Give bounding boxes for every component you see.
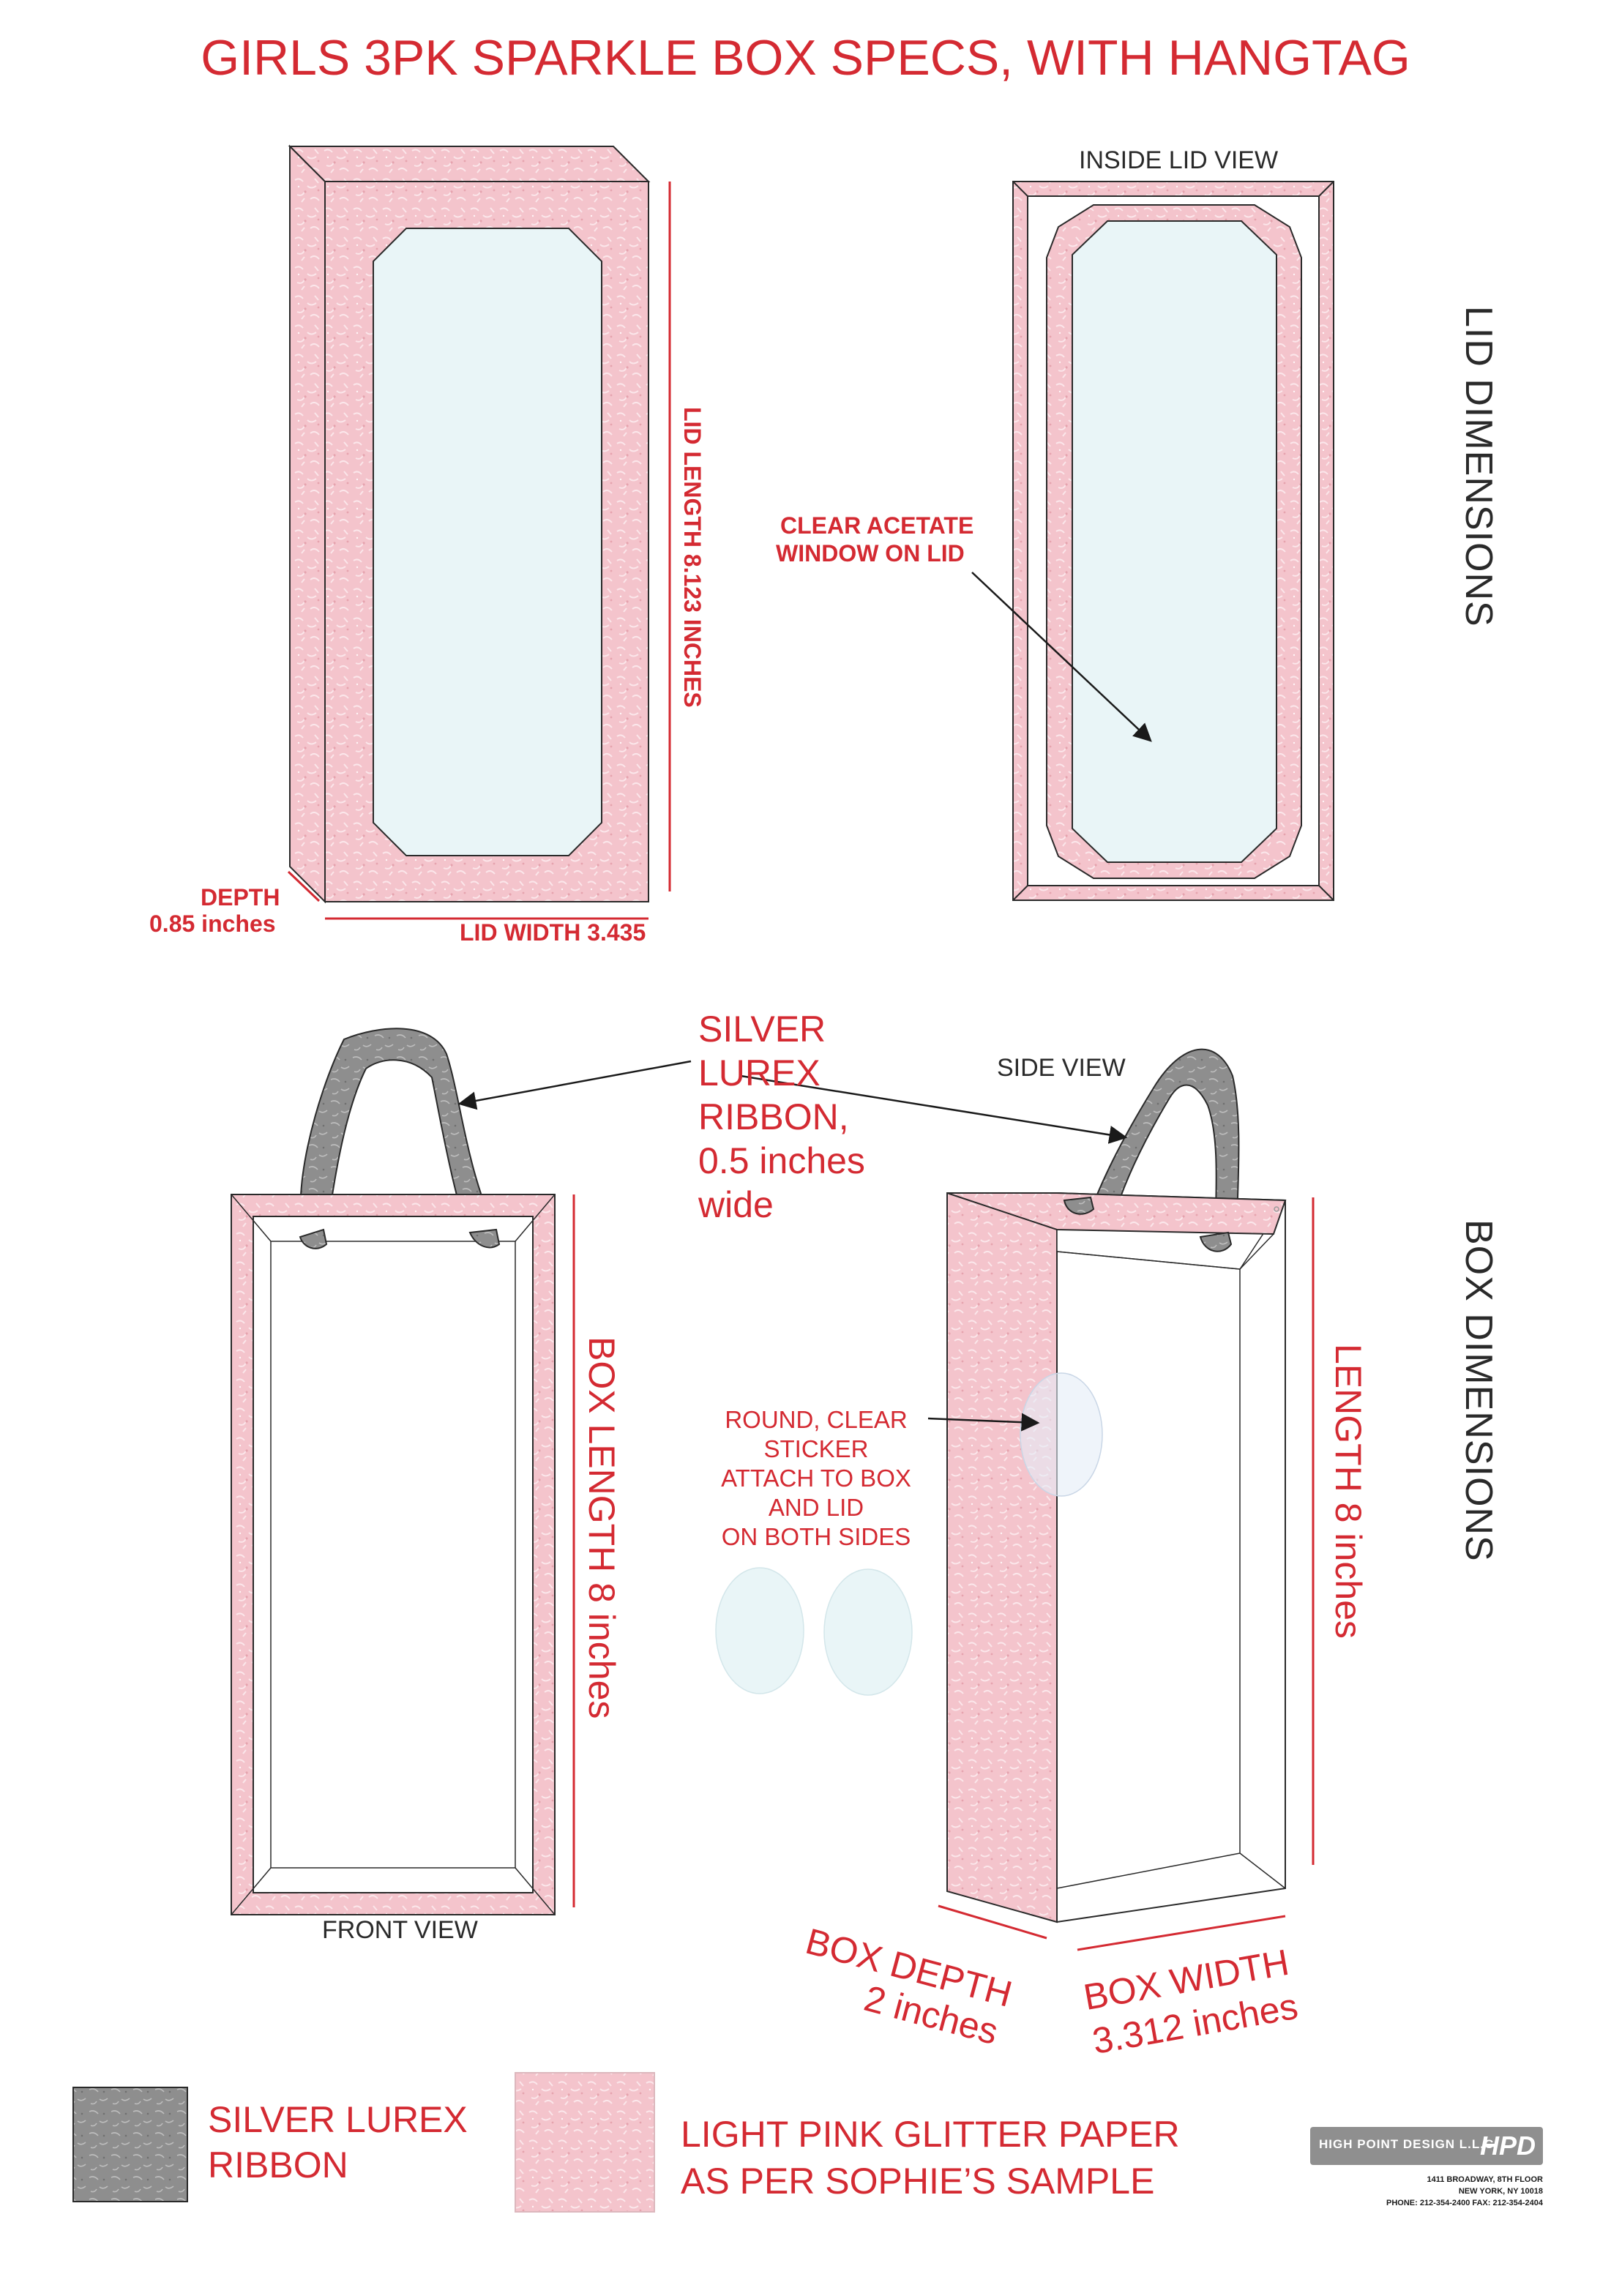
- box-dimensions-heading: BOX DIMENSIONS: [1457, 1219, 1500, 1562]
- side-width-dimension-line: [1077, 1915, 1286, 1951]
- side-box-top-rim: [946, 1192, 1287, 1235]
- ribbon-callout-line-3: RIBBON,: [698, 1096, 849, 1137]
- front-box-interior: [270, 1241, 516, 1869]
- side-box-side-panel: [946, 1192, 1058, 1923]
- company-mark: HPD: [1479, 2131, 1536, 2161]
- side-depth-dimension-line: [938, 1904, 1047, 1940]
- sticker-callout-arrow: [927, 1413, 1040, 1432]
- sticker-sample-2: [823, 1568, 913, 1696]
- round-clear-sticker-on-box: [1020, 1372, 1103, 1497]
- lid-width-label: LID WIDTH 3.435: [460, 919, 646, 946]
- lid-left-edge: [289, 144, 326, 904]
- company-logo: HIGH POINT DESIGN L.L.C. HPD: [1310, 2127, 1543, 2165]
- sticker-callout-line-1: ROUND, CLEAR: [725, 1406, 908, 1433]
- company-address-line-1: 1411 BROADWAY, 8TH FLOOR: [1427, 2175, 1543, 2184]
- lid-top-edge: [288, 146, 651, 182]
- window-callout-arrow: [971, 572, 1152, 742]
- lid-length-label: LID LENGTH 8.123 INCHES: [679, 407, 706, 708]
- sticker-callout-line-5: ON BOTH SIDES: [721, 1523, 911, 1550]
- sticker-sample-1: [715, 1567, 804, 1694]
- window-callout-line-1: CLEAR ACETATE: [780, 512, 974, 539]
- legend-swatch-silver-ribbon: [72, 2087, 188, 2202]
- sticker-callout-line-3: ATTACH TO BOX: [721, 1465, 911, 1492]
- side-box-interior: [1056, 1192, 1286, 1923]
- box-front-view: [231, 1028, 692, 1915]
- ribbon-callout-arrow-left: [457, 1060, 692, 1110]
- front-box-length-label: BOX LENGTH 8 inches: [581, 1336, 622, 1719]
- lid-inside-view: [971, 181, 1334, 901]
- ribbon-callout-line-4: 0.5 inches: [698, 1140, 865, 1181]
- lid-perspective: [287, 144, 671, 920]
- company-name: HIGH POINT DESIGN L.L.C.: [1319, 2137, 1499, 2151]
- ribbon-callout-line-1: SILVER: [698, 1009, 826, 1050]
- company-phone-fax: PHONE: 212-354-2400 FAX: 212-354-2404: [1386, 2199, 1543, 2207]
- front-view-label: FRONT VIEW: [322, 1916, 478, 1944]
- inside-lid-acetate: [1072, 220, 1277, 863]
- company-address-line-2: NEW YORK, NY 10018: [1458, 2187, 1543, 2196]
- legend-ribbon-line-1: SILVER LUREX: [208, 2099, 468, 2140]
- page-title: GIRLS 3PK SPARKLE BOX SPECS, WITH HANGTA…: [201, 30, 1410, 86]
- sticker-callout-line-4: AND LID: [768, 1494, 864, 1521]
- window-callout-line-2: WINDOW ON LID: [776, 540, 965, 566]
- legend-paper-line-2: AS PER SOPHIE’S SAMPLE: [681, 2161, 1155, 2202]
- legend-paper-line-1: LIGHT PINK GLITTER PAPER: [681, 2114, 1180, 2155]
- side-box-length-label: LENGTH 8 inches: [1328, 1344, 1369, 1639]
- box-side-view: [740, 1048, 1315, 1951]
- ribbon-callout-arrow-right: [740, 1074, 1128, 1144]
- side-view-label: SIDE VIEW: [997, 1054, 1126, 1082]
- lid-window: [373, 228, 602, 856]
- inside-lid-view-label: INSIDE LID VIEW: [1079, 146, 1279, 174]
- lid-depth-dimension-line: [287, 870, 321, 902]
- lid-depth-label: DEPTH: [201, 884, 280, 910]
- sticker-callout-line-2: STICKER: [763, 1435, 869, 1462]
- lid-depth-value: 0.85 inches: [149, 910, 276, 937]
- legend-swatch-pink-paper: [515, 2072, 655, 2213]
- ribbon-callout-line-2: LUREX: [698, 1052, 821, 1093]
- legend-ribbon-line-2: RIBBON: [208, 2144, 348, 2185]
- lid-dimensions-heading: LID DIMENSIONS: [1457, 306, 1500, 627]
- ribbon-callout-line-5: wide: [698, 1184, 774, 1225]
